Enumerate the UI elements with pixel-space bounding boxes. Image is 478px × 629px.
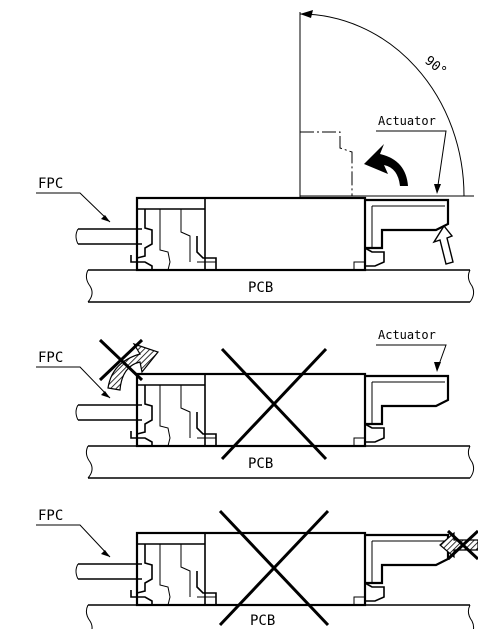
angle-arrow-head (300, 10, 313, 18)
pcb-label-3: PCB (250, 613, 275, 629)
actuator-label-1: Actuator (378, 114, 436, 128)
panel-wrong-fpc-lift: FPC Actuator PCB (36, 328, 475, 480)
angle-arc (299, 13, 465, 197)
actuator-leader-1 (376, 130, 447, 193)
pcb-label-2: PCB (248, 456, 273, 472)
fpc-label-2: FPC (38, 350, 63, 366)
angle-label: 90° (422, 53, 450, 79)
actuator-leader-2 (376, 344, 447, 371)
connector-drawing-1 (74, 196, 475, 304)
rotate-arrow-icon (364, 144, 408, 186)
fpc-leader-1 (36, 192, 111, 223)
prohibited-small-x-2b (98, 338, 144, 382)
bend-arrow-icon (107, 342, 160, 391)
push-arrow-icon (439, 531, 478, 559)
prohibited-x-2b (220, 347, 328, 461)
prohibited-small-x-3b (446, 529, 478, 561)
fpc-label-3: FPC (38, 508, 63, 524)
fpc-leader-2 (36, 366, 111, 399)
panel-wrong-actuator-push: FPC PCB (36, 508, 478, 629)
pcb-label-1: PCB (248, 280, 273, 296)
fpc-leader-3 (36, 524, 111, 558)
actuator-label-2: Actuator (378, 328, 436, 342)
fpc-label-1: FPC (38, 176, 63, 192)
push-up-arrow-icon (432, 224, 454, 265)
connector-drawing-2 (74, 372, 475, 480)
actuator-open-ghost (300, 131, 353, 196)
panel-correct-operation: 90° FPC Actuator PCB (36, 10, 475, 304)
prohibited-x-3b (218, 509, 330, 627)
